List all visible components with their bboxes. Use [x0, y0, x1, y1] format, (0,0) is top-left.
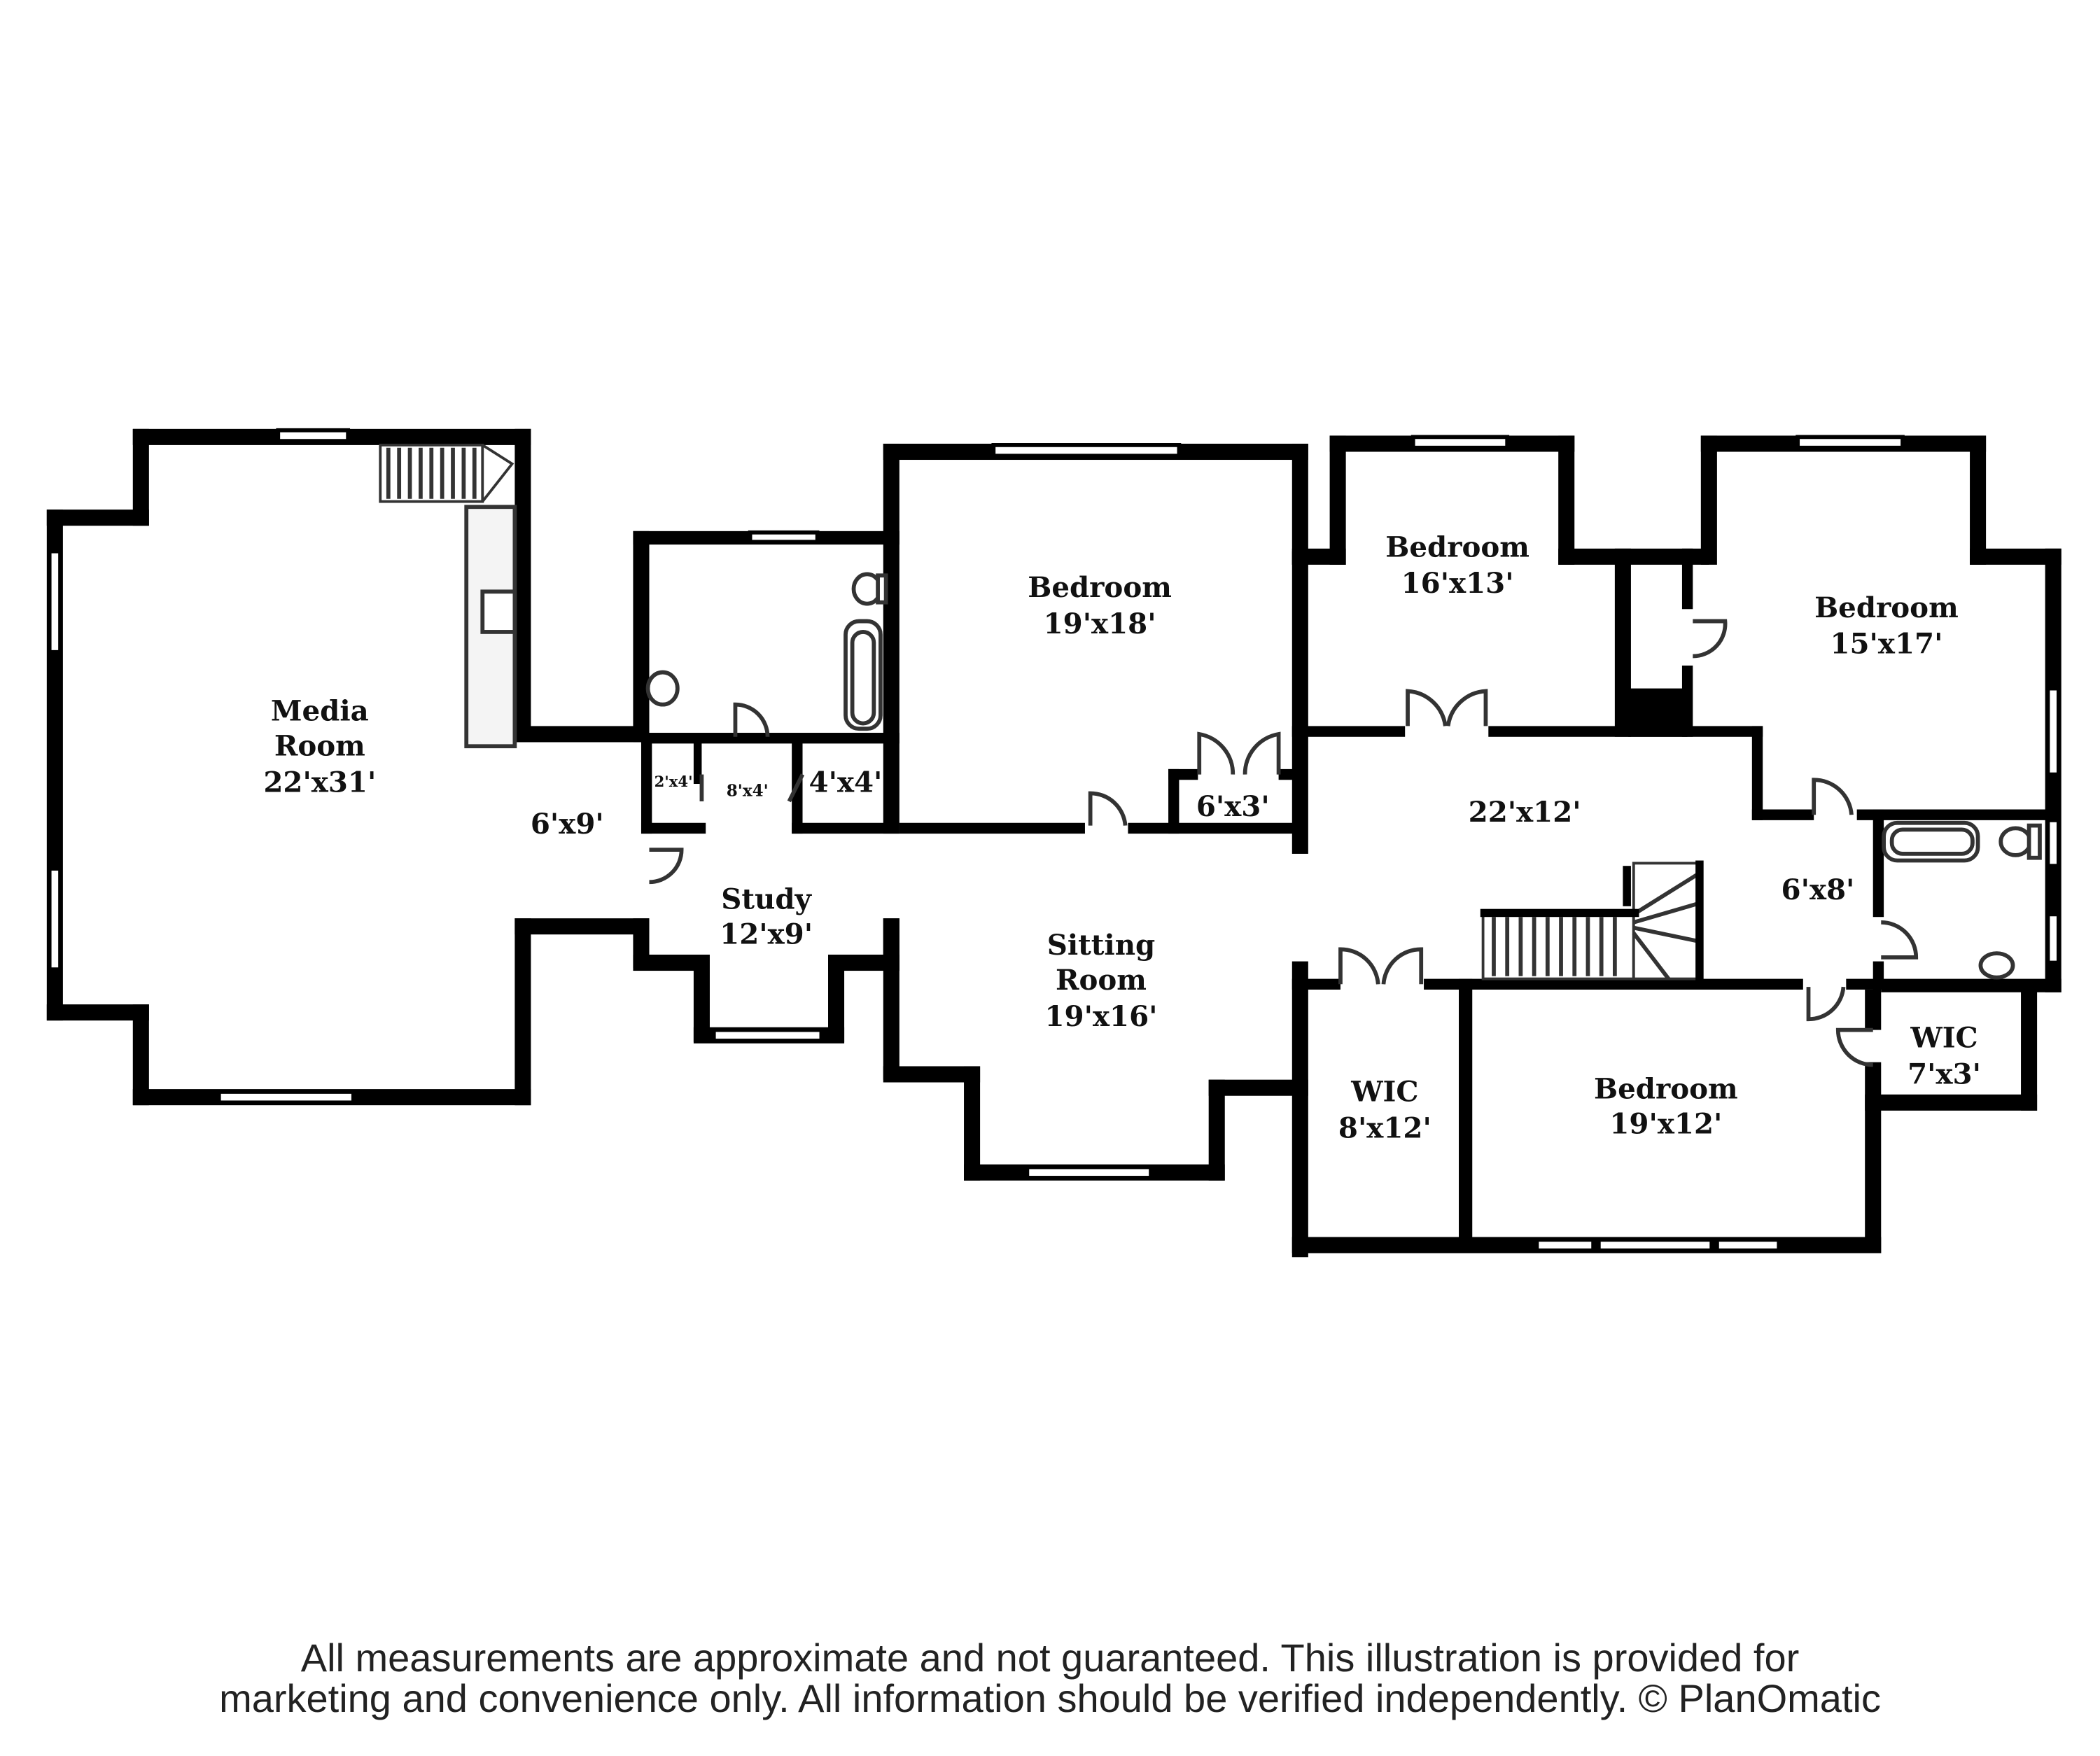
- doors: [649, 619, 1919, 1067]
- closet-c-dims: 4'x4': [809, 766, 883, 799]
- disclaimer-line-1: All measurements are approximate and not…: [300, 1636, 1800, 1680]
- hall-small-dims: 6'x9': [531, 807, 604, 841]
- sitting-room-dims: 19'x16': [1045, 999, 1158, 1033]
- hall-right-dims: 6'x8': [1782, 873, 1855, 906]
- bedroom-2-name: Bedroom: [1385, 530, 1530, 563]
- media-room-dims: 22'x31': [263, 766, 376, 799]
- closet-d-dims: 6'x3': [1196, 789, 1270, 823]
- study-dims: 12'x9': [720, 918, 813, 951]
- bedroom-3-dims: 15'x17': [1830, 627, 1942, 661]
- stairs: [379, 443, 1704, 982]
- wic-right-name: WIC: [1910, 1021, 1977, 1055]
- wic-left-dims: 8'x12': [1338, 1111, 1432, 1144]
- media-room-name-1: Media: [271, 694, 369, 728]
- media-room-name-2: Room: [274, 729, 365, 763]
- fixtures: [464, 505, 2042, 980]
- bedroom-main-name: Bedroom: [1028, 570, 1172, 604]
- bedroom-4-name: Bedroom: [1594, 1072, 1738, 1106]
- bedroom-3-name: Bedroom: [1814, 591, 1959, 624]
- closet-b-dims: 8'x4': [727, 781, 769, 800]
- walls: [46, 428, 2062, 1258]
- study-name: Study: [721, 883, 812, 916]
- bedroom-main-dims: 19'x18': [1044, 607, 1156, 640]
- room-labels: Media Room 22'x31' 6'x9' 2'x4' 8'x4' 4'x…: [263, 530, 1981, 1144]
- bedroom-2-dims: 16'x13': [1401, 566, 1514, 600]
- disclaimer-line-2: marketing and convenience only. All info…: [219, 1676, 1881, 1720]
- wic-right-dims: 7'x3': [1907, 1057, 1981, 1090]
- sitting-room-name-2: Room: [1056, 963, 1147, 997]
- hall-main-dims: 22'x12': [1469, 795, 1581, 829]
- bedroom-4-dims: 19'x12': [1609, 1107, 1722, 1141]
- windows: [47, 428, 2061, 1253]
- sitting-room-name-1: Sitting: [1047, 928, 1156, 962]
- closet-a-dims: 2'x4': [654, 773, 693, 790]
- wic-left-name: WIC: [1350, 1074, 1418, 1108]
